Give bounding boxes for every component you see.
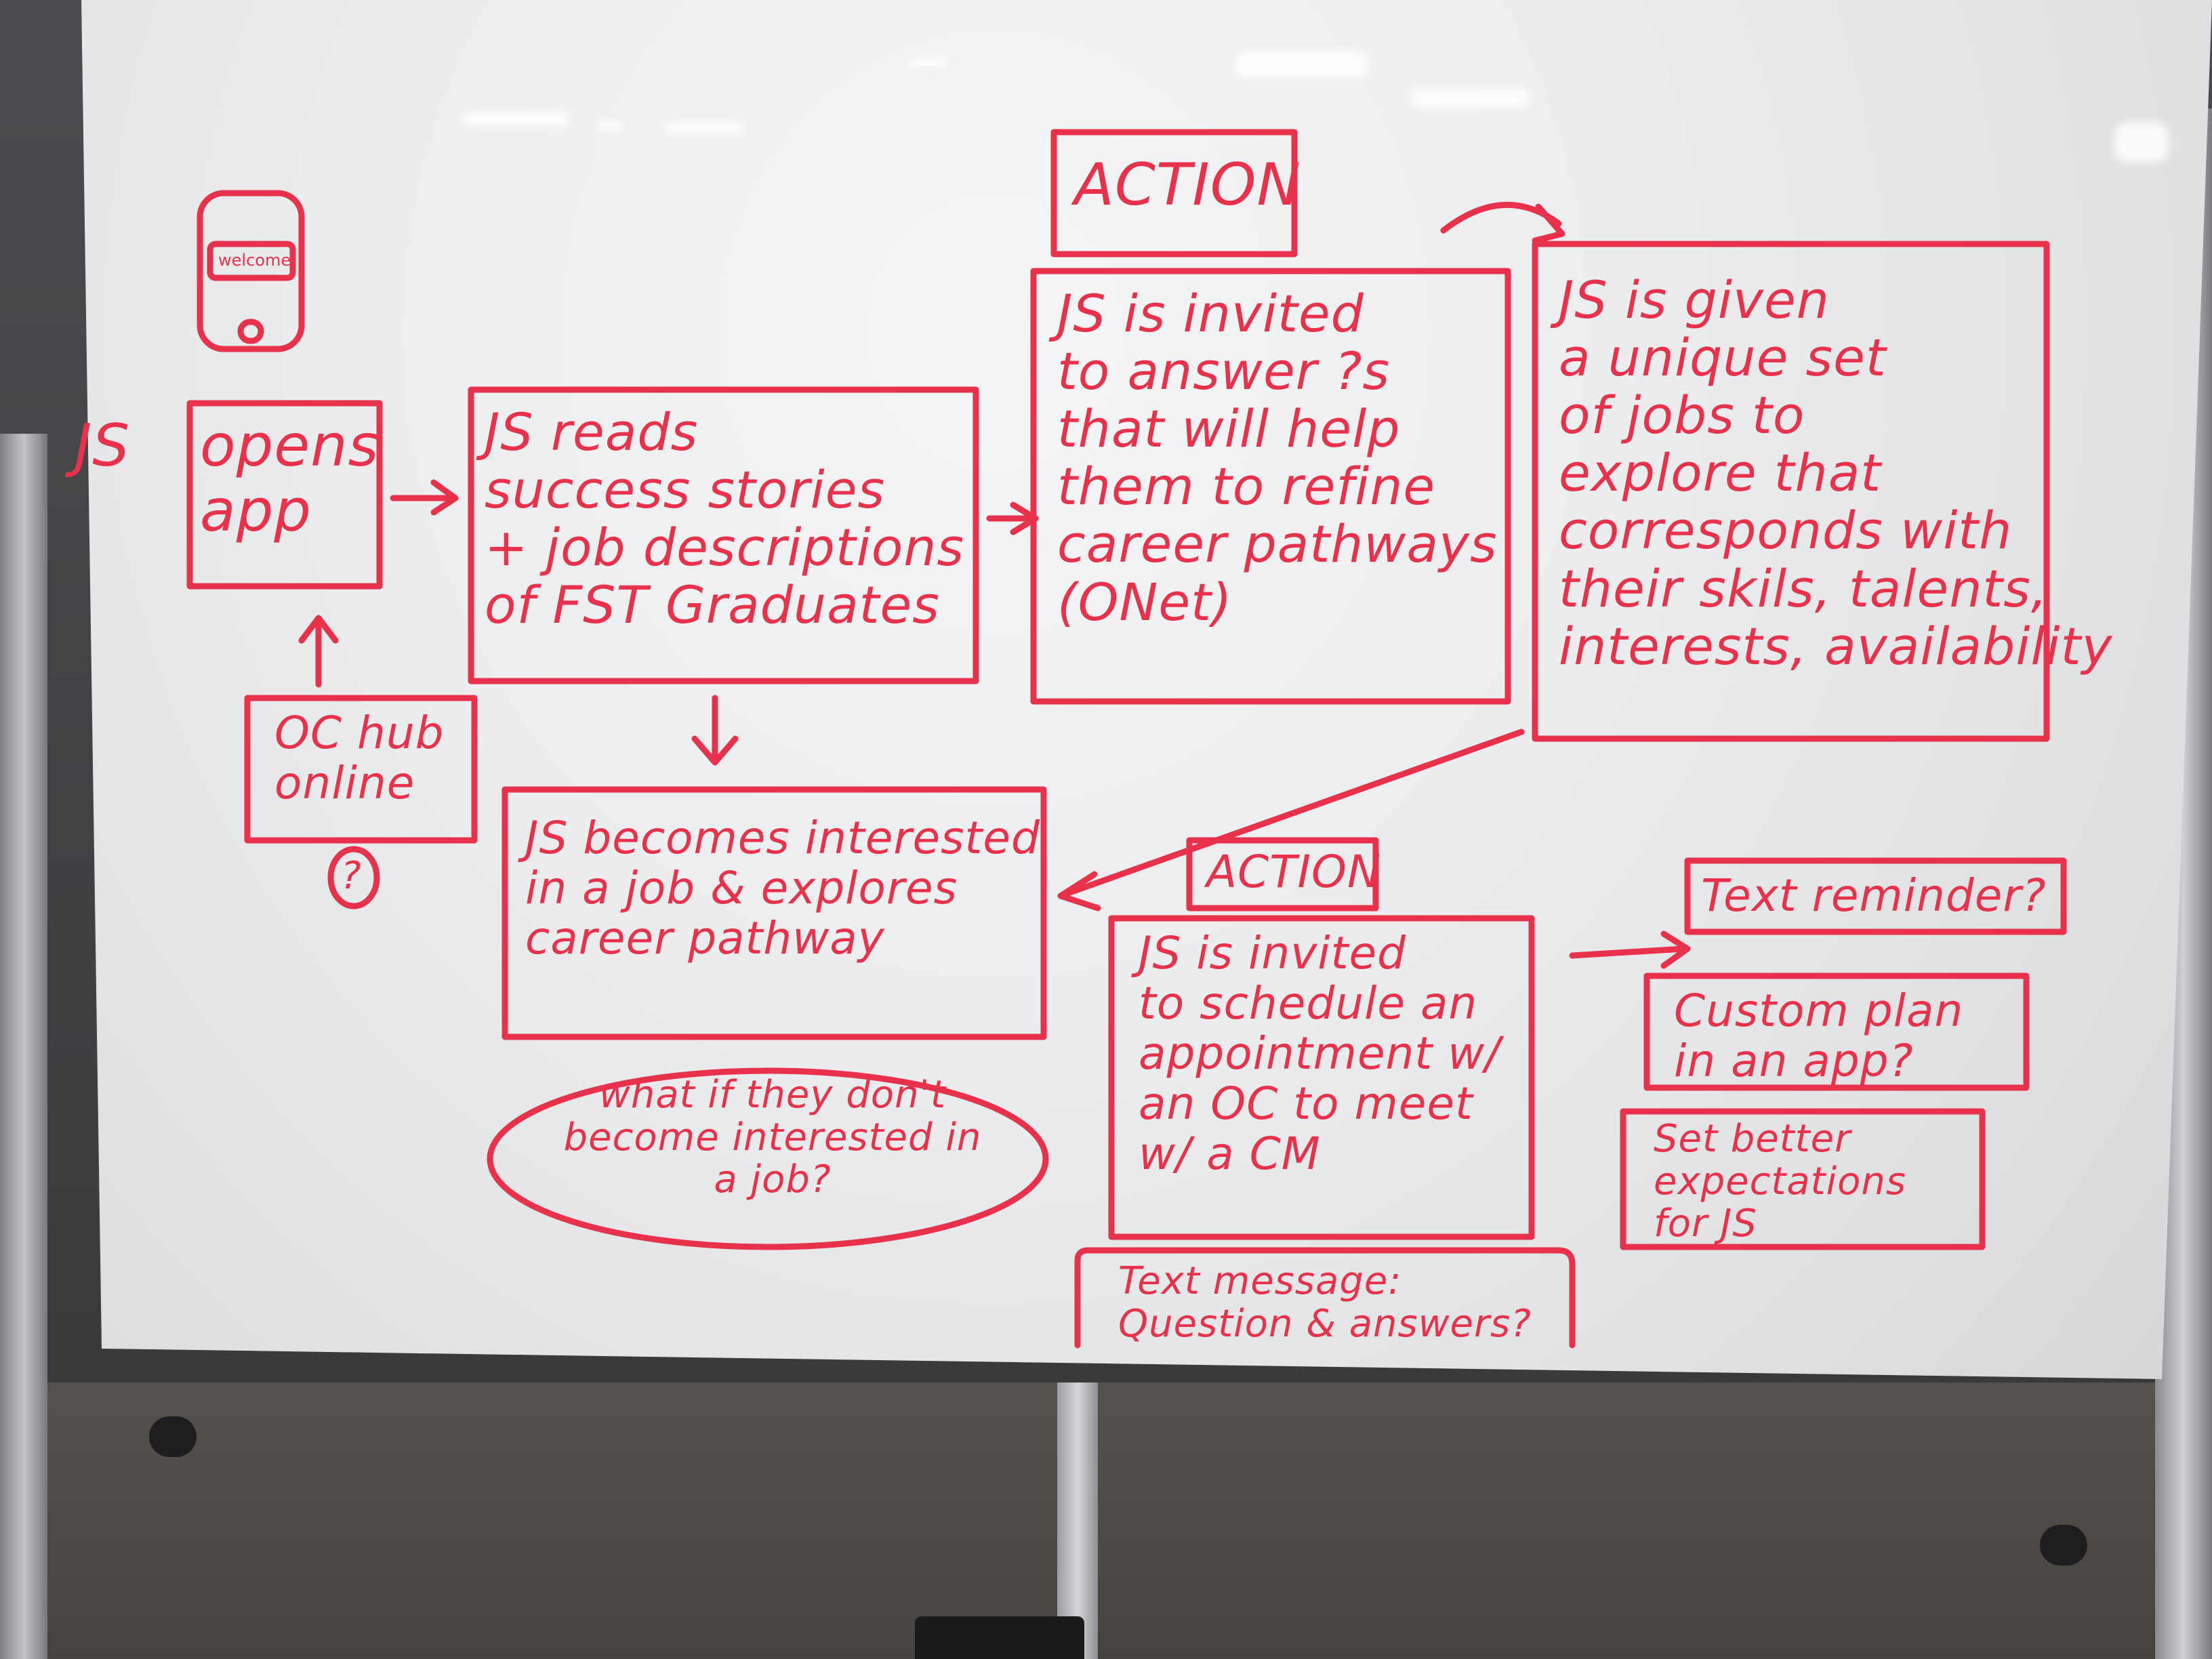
ceiling-light-reflection [461,112,569,127]
arrow-right-1 [390,479,459,516]
ceiling-light-reflection [1410,88,1532,108]
text-reminder-text: Text reminder? [1701,869,2047,922]
action-bottom-text: ACTION [1206,846,1382,898]
arrow-right-2 [986,501,1039,535]
js-label: JS [75,412,130,480]
schedule-text: JS is invited to schedule an appointment… [1139,927,1501,1180]
curved-arrow [1440,201,1565,244]
interested-text: JS becomes interested in a job & explore… [525,812,1040,964]
marker-tray [915,1616,1084,1659]
custom-plan-text: Custom plan in an app? [1674,985,1964,1087]
custom-plan-box [1643,972,2030,1091]
action-top-box [1050,129,1298,258]
ceiling-light-reflection [596,121,623,131]
stand-wheel-right [2040,1525,2087,1565]
invited-answer-box [1030,268,1511,705]
ceiling-light-reflection [664,122,745,134]
phone-screen-text: welcome [218,251,291,270]
reads-box [468,386,979,684]
what-if-text: what if they don't become interested in … [563,1073,982,1202]
text-message-box [1074,1247,1576,1349]
expectations-text: Set better expectations for JS [1654,1117,1907,1246]
expectations-box [1620,1108,1986,1250]
arrow-up-1 [298,615,339,688]
text-message-text: Text message: Question & answers? [1118,1259,1532,1346]
given-text: JS is given a unique set of jobs to expl… [1559,270,2113,676]
ceiling-light-reflection [908,58,949,68]
phone-screen-box [207,241,296,281]
invited-answer-text: JS is invited to answer ?s that will hel… [1057,283,1498,632]
ceiling-light-reflection [2114,122,2169,163]
arrow-down-1 [691,695,739,766]
arrow-diagonal [1057,729,1525,912]
schedule-box [1108,915,1535,1240]
phone-drawing [197,190,305,352]
opens-app-box [186,400,383,590]
text-reminder-box [1684,857,2067,935]
stand-wheel-left [149,1416,197,1457]
arrow-right-3 [1569,930,1691,969]
question-mark: ? [341,854,362,898]
action-top-text: ACTION [1074,151,1301,219]
reads-text: JS reads success stories + job descripti… [485,402,965,636]
phone-button [237,319,264,344]
stand-left-leg [0,434,47,1659]
oc-hub-text: OC hub online [274,707,445,809]
given-box [1532,241,2050,742]
oc-hub-box [244,695,478,844]
question-circle [327,846,380,909]
opens-app-text: opens app [200,412,380,546]
action-bottom-box [1186,837,1379,912]
ceiling-light-reflection [1233,51,1369,78]
what-if-ellipse [487,1067,1049,1250]
floor [0,1382,2212,1659]
stand-brace [1057,1382,1098,1659]
interested-box [501,786,1047,1040]
